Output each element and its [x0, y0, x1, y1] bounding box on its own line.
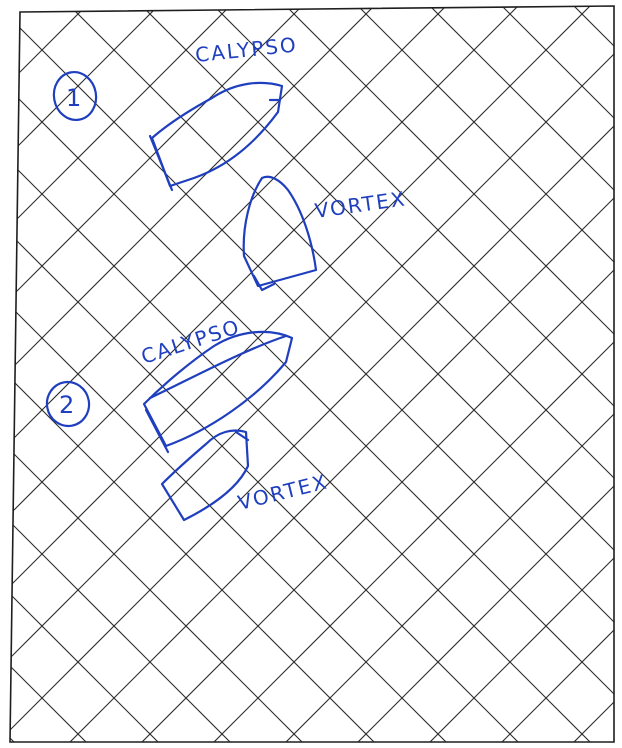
- grid-line-down-14: [280, 0, 622, 748]
- grid-line-up-13: [208, 0, 622, 748]
- grid-line-down-2: [0, 0, 164, 748]
- calypso-hull-1: [152, 83, 282, 186]
- grid-line-up-17: [496, 0, 622, 748]
- vortex-boat-1: VORTEX: [244, 177, 408, 290]
- calypso-boat-2: CALYPSO: [138, 314, 292, 452]
- grid-line-down-6: [0, 0, 452, 748]
- grid-line-up-11: [64, 0, 622, 748]
- grid-line-up-6: [0, 0, 452, 748]
- grid-line-up-16: [424, 0, 622, 748]
- grid-line-down-8: [0, 0, 596, 748]
- grid-line-up-4: [0, 0, 308, 748]
- grid-line-up-5: [0, 0, 380, 748]
- scenario-2-number: 2: [59, 391, 74, 419]
- grid-line-down-0: [0, 0, 20, 748]
- grid-line-down-17: [496, 0, 622, 748]
- grid-line-down-12: [136, 0, 622, 748]
- scenario-1-marker: 1: [50, 69, 100, 124]
- grid-line-down-5: [0, 0, 380, 748]
- calypso-transom-1: [150, 136, 172, 190]
- sheet-frame: [10, 6, 614, 742]
- grid-line-up-2: [0, 0, 164, 748]
- grid-line-up-14: [280, 0, 622, 748]
- calypso-boat-1: CALYPSO: [150, 32, 299, 190]
- grid-line-up-12: [136, 0, 622, 748]
- scenario-1-number: 1: [66, 84, 81, 112]
- grid-line-up-8: [0, 0, 596, 748]
- vortex-hull-2: [162, 431, 248, 521]
- vortex-label-2: VORTEX: [235, 469, 330, 515]
- grid-line-down-11: [64, 0, 622, 748]
- scenario-2-marker: 2: [43, 379, 92, 430]
- grid-line-down-16: [424, 0, 622, 748]
- grid-line-up-0: [0, 0, 20, 748]
- scenario-2: 2 CALYPSO VORTEX: [43, 314, 330, 520]
- grid-line-down-4: [0, 0, 308, 748]
- scenario-1: 1 CALYPSO VORTEX: [50, 32, 408, 290]
- grid-line-down-13: [208, 0, 622, 748]
